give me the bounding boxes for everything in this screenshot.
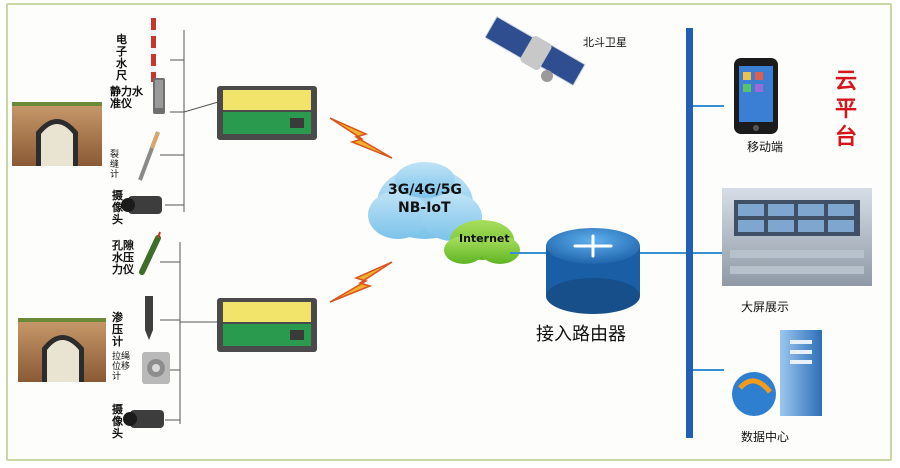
- camera-2-icon: [123, 410, 164, 428]
- network-label-line2: NB-IoT: [398, 200, 451, 216]
- control-room-image: [722, 188, 872, 286]
- tunnel-site-2-image: [18, 318, 106, 382]
- cloud-platform-label: 云平台: [835, 69, 858, 150]
- piezometer-icon: [145, 296, 153, 340]
- sensor-label-camera-1: 摄像头: [112, 189, 123, 226]
- data-center-icon: [732, 330, 822, 416]
- network-links: [510, 105, 724, 371]
- mobile-label: 移动端: [747, 140, 784, 154]
- internet-cloud: [444, 220, 520, 264]
- wireless-signal-2-icon: [329, 261, 393, 303]
- router-label: 接入路由器: [536, 324, 626, 345]
- router-icon: [546, 228, 640, 314]
- sensor-label-draw-wire: 拉绳位移计: [112, 352, 131, 382]
- pore-water-pressure-gauge-icon: [139, 231, 161, 275]
- internet-label: Internet: [459, 232, 510, 245]
- data-acquisition-unit-1: [217, 86, 317, 140]
- static-level-gauge-icon: [153, 78, 165, 114]
- crack-meter-icon: [138, 131, 160, 181]
- beidou-satellite-icon: [484, 15, 586, 87]
- wireless-signal-icon: [329, 117, 393, 159]
- sensor-label-crack-meter: 裂缝计: [110, 150, 120, 180]
- data-acquisition-unit-2: [217, 298, 317, 352]
- draw-wire-displacement-icon: [142, 352, 170, 384]
- sensor-label-camera-2: 摄像头: [112, 403, 123, 440]
- big-screen-label: 大屏展示: [741, 300, 790, 314]
- sensor-label-pore-pressure: 孔隙水压力仪: [112, 239, 134, 276]
- network-label-line1: 3G/4G/5G: [388, 182, 462, 198]
- sensor-label-piezometer: 渗压计: [112, 311, 123, 348]
- network-cloud: [368, 162, 482, 241]
- data-center-label: 数据中心: [741, 430, 790, 444]
- tunnel-site-1-image: [12, 102, 102, 166]
- mobile-phone-icon: [734, 58, 778, 134]
- electronic-water-gauge-icon: [151, 18, 156, 82]
- sensor-label-static-level: 静力水准仪: [110, 85, 143, 110]
- camera-icon: [121, 196, 162, 214]
- satellite-label: 北斗卫星: [583, 36, 627, 49]
- backbone-bar: [686, 28, 693, 438]
- sensor-label-water-gauge: 电子水尺: [116, 33, 127, 82]
- site-2-wiring: [160, 242, 232, 424]
